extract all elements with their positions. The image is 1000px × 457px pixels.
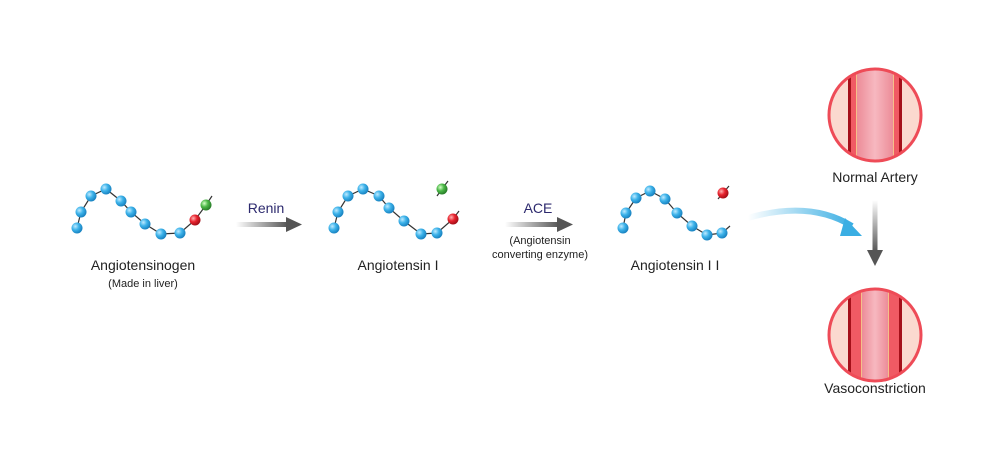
angiotensinogen-note: (Made in liver) xyxy=(108,278,178,290)
ace-arrow-icon xyxy=(505,217,573,232)
angiotensin-2-label: Angiotensin I I xyxy=(631,257,720,273)
amino-acid-bead xyxy=(71,222,83,234)
normal-artery-icon xyxy=(829,69,921,161)
down-arrow-icon xyxy=(867,200,883,266)
red-amino-acid-bead xyxy=(189,214,201,226)
curved-arrow-icon xyxy=(747,207,862,236)
amino-acid-bead xyxy=(174,227,186,239)
amino-acid-bead xyxy=(620,207,632,219)
constricted-artery-icon xyxy=(829,289,921,381)
angiotensin-1-chain xyxy=(328,183,460,240)
green-amino-acid-bead xyxy=(436,183,448,195)
angiotensin-1-label: Angiotensin I xyxy=(358,257,439,273)
amino-acid-bead xyxy=(671,207,683,219)
renin-arrow-icon xyxy=(236,217,302,232)
renin-label: Renin xyxy=(248,200,285,216)
amino-acid-bead xyxy=(398,215,410,227)
red-amino-acid-bead xyxy=(447,213,459,225)
amino-acid-bead xyxy=(644,185,656,197)
peptide-bond-line xyxy=(622,190,731,236)
amino-acid-bead xyxy=(415,228,427,240)
cleaved-green-residue xyxy=(436,180,449,197)
amino-acid-bead xyxy=(701,229,713,241)
ace-label: ACE xyxy=(524,200,553,216)
vasoconstriction-label: Vasoconstriction xyxy=(824,380,926,396)
amino-acid-bead xyxy=(100,183,112,195)
amino-acid-bead xyxy=(328,222,340,234)
amino-acid-bead xyxy=(716,227,728,239)
ace-note-line1: (Angiotensin xyxy=(509,235,570,247)
amino-acid-bead xyxy=(342,190,354,202)
amino-acid-bead xyxy=(373,190,385,202)
angiotensinogen-label: Angiotensinogen xyxy=(91,257,195,273)
amino-acid-bead xyxy=(617,222,629,234)
green-amino-acid-bead xyxy=(200,199,212,211)
normal-artery-label: Normal Artery xyxy=(832,169,918,185)
amino-acid-bead xyxy=(431,227,443,239)
amino-acid-bead xyxy=(332,206,344,218)
red-amino-acid-bead xyxy=(717,187,729,199)
amino-acid-bead xyxy=(383,202,395,214)
cleaved-red-residue xyxy=(717,185,730,200)
angiotensinogen-chain xyxy=(71,183,213,240)
amino-acid-bead xyxy=(115,195,127,207)
amino-acid-bead xyxy=(75,206,87,218)
amino-acid-bead xyxy=(686,220,698,232)
ace-note-line2: converting enzyme) xyxy=(492,249,588,261)
amino-acid-bead xyxy=(85,190,97,202)
amino-acid-bead xyxy=(357,183,369,195)
amino-acid-bead xyxy=(125,206,137,218)
amino-acid-bead xyxy=(155,228,167,240)
amino-acid-bead xyxy=(139,218,151,230)
amino-acid-bead xyxy=(659,193,671,205)
amino-acid-bead xyxy=(630,192,642,204)
angiotensin-2-chain xyxy=(617,185,731,241)
